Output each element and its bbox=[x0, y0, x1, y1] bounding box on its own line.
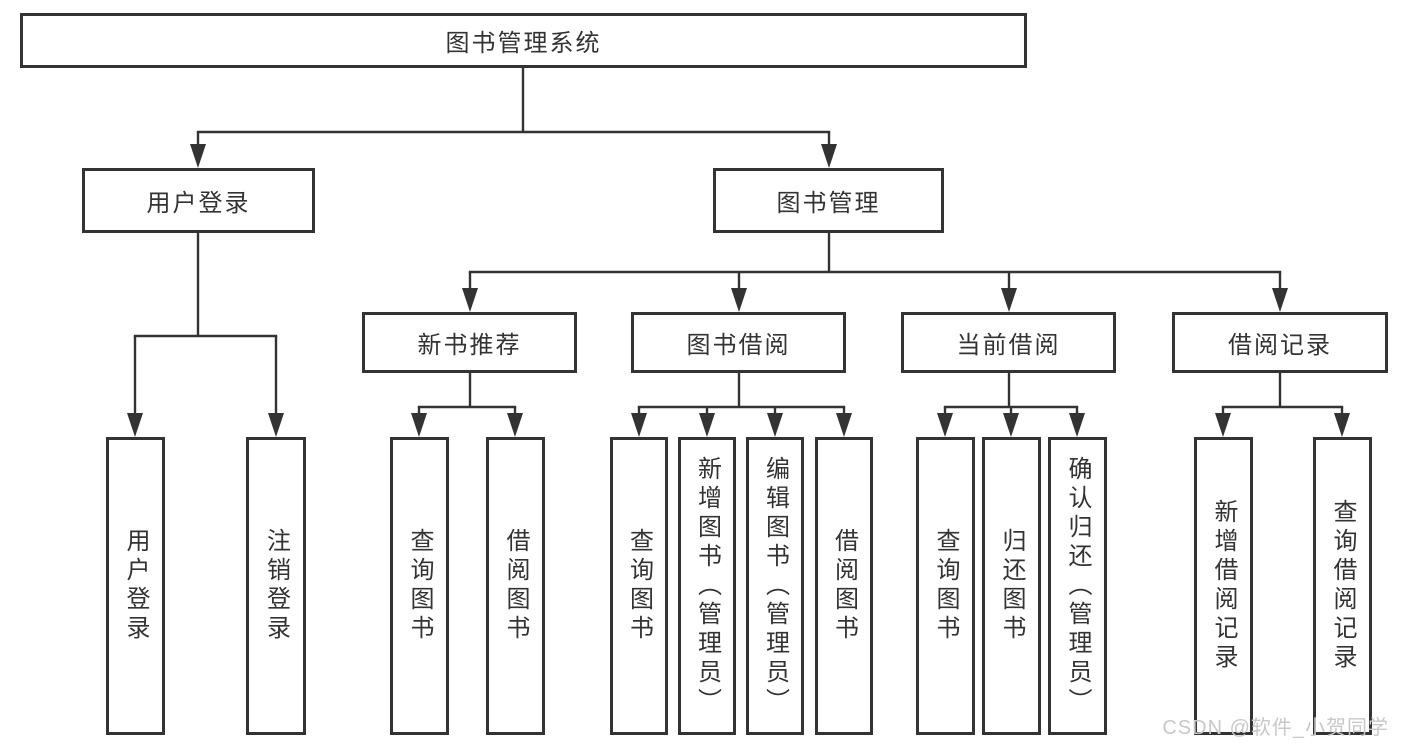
node-user-login: 用户登录 bbox=[82, 168, 315, 233]
node-label: 编辑图书（管理员） bbox=[761, 455, 789, 717]
leaf-add-borrow-record: 新增借阅记录 bbox=[1194, 437, 1253, 735]
node-label: 查询图书 bbox=[406, 528, 433, 644]
node-label: 查询图书 bbox=[932, 528, 959, 644]
leaf-query-books-borrowing: 查询图书 bbox=[610, 437, 668, 735]
node-label: 注销登录 bbox=[262, 528, 290, 644]
node-label: 确认归还（管理员） bbox=[1064, 455, 1091, 717]
leaf-logout-login: 注销登录 bbox=[246, 437, 306, 735]
node-label: 新书推荐 bbox=[417, 332, 522, 359]
node-book-management: 图书管理 bbox=[713, 168, 944, 233]
node-current-borrowing: 当前借阅 bbox=[901, 312, 1116, 373]
node-label: 新增借阅记录 bbox=[1210, 499, 1237, 673]
node-label: 图书借阅 bbox=[686, 332, 791, 359]
node-label: 图书管理 bbox=[776, 190, 881, 217]
leaf-return-books: 归还图书 bbox=[982, 437, 1041, 735]
leaf-borrow-books-borrowing: 借阅图书 bbox=[815, 437, 873, 735]
leaf-query-borrow-record: 查询借阅记录 bbox=[1313, 437, 1372, 735]
leaf-query-books-current: 查询图书 bbox=[916, 437, 975, 735]
leaf-edit-books-admin: 编辑图书（管理员） bbox=[746, 437, 804, 735]
csdn-watermark: CSDN @软件_小贺同学 bbox=[1162, 717, 1389, 739]
node-book-borrowing: 图书借阅 bbox=[631, 312, 846, 373]
leaf-add-books-admin: 新增图书（管理员） bbox=[678, 437, 736, 735]
node-label: 当前借阅 bbox=[956, 332, 1061, 359]
node-label: 查询借阅记录 bbox=[1329, 499, 1356, 673]
node-label: 用户登录 bbox=[122, 528, 149, 644]
leaf-confirm-return-admin: 确认归还（管理员） bbox=[1048, 437, 1107, 735]
node-label: 归还图书 bbox=[998, 528, 1025, 644]
node-label: 借阅记录 bbox=[1228, 332, 1332, 359]
node-label: 图书管理系统 bbox=[445, 30, 602, 57]
node-borrowing-records: 借阅记录 bbox=[1172, 312, 1388, 373]
node-label: 用户登录 bbox=[146, 190, 251, 217]
node-label: 新增图书（管理员） bbox=[693, 455, 721, 717]
node-label: 借阅图书 bbox=[502, 528, 529, 644]
leaf-user-login: 用户登录 bbox=[106, 437, 165, 735]
node-new-book-recommendation: 新书推荐 bbox=[362, 312, 577, 373]
leaf-borrow-books-recommend: 借阅图书 bbox=[486, 437, 545, 735]
node-label: 查询图书 bbox=[625, 528, 653, 644]
node-label: 借阅图书 bbox=[830, 528, 858, 644]
leaf-query-books-recommend: 查询图书 bbox=[390, 437, 449, 735]
node-library-management-system: 图书管理系统 bbox=[20, 13, 1027, 68]
